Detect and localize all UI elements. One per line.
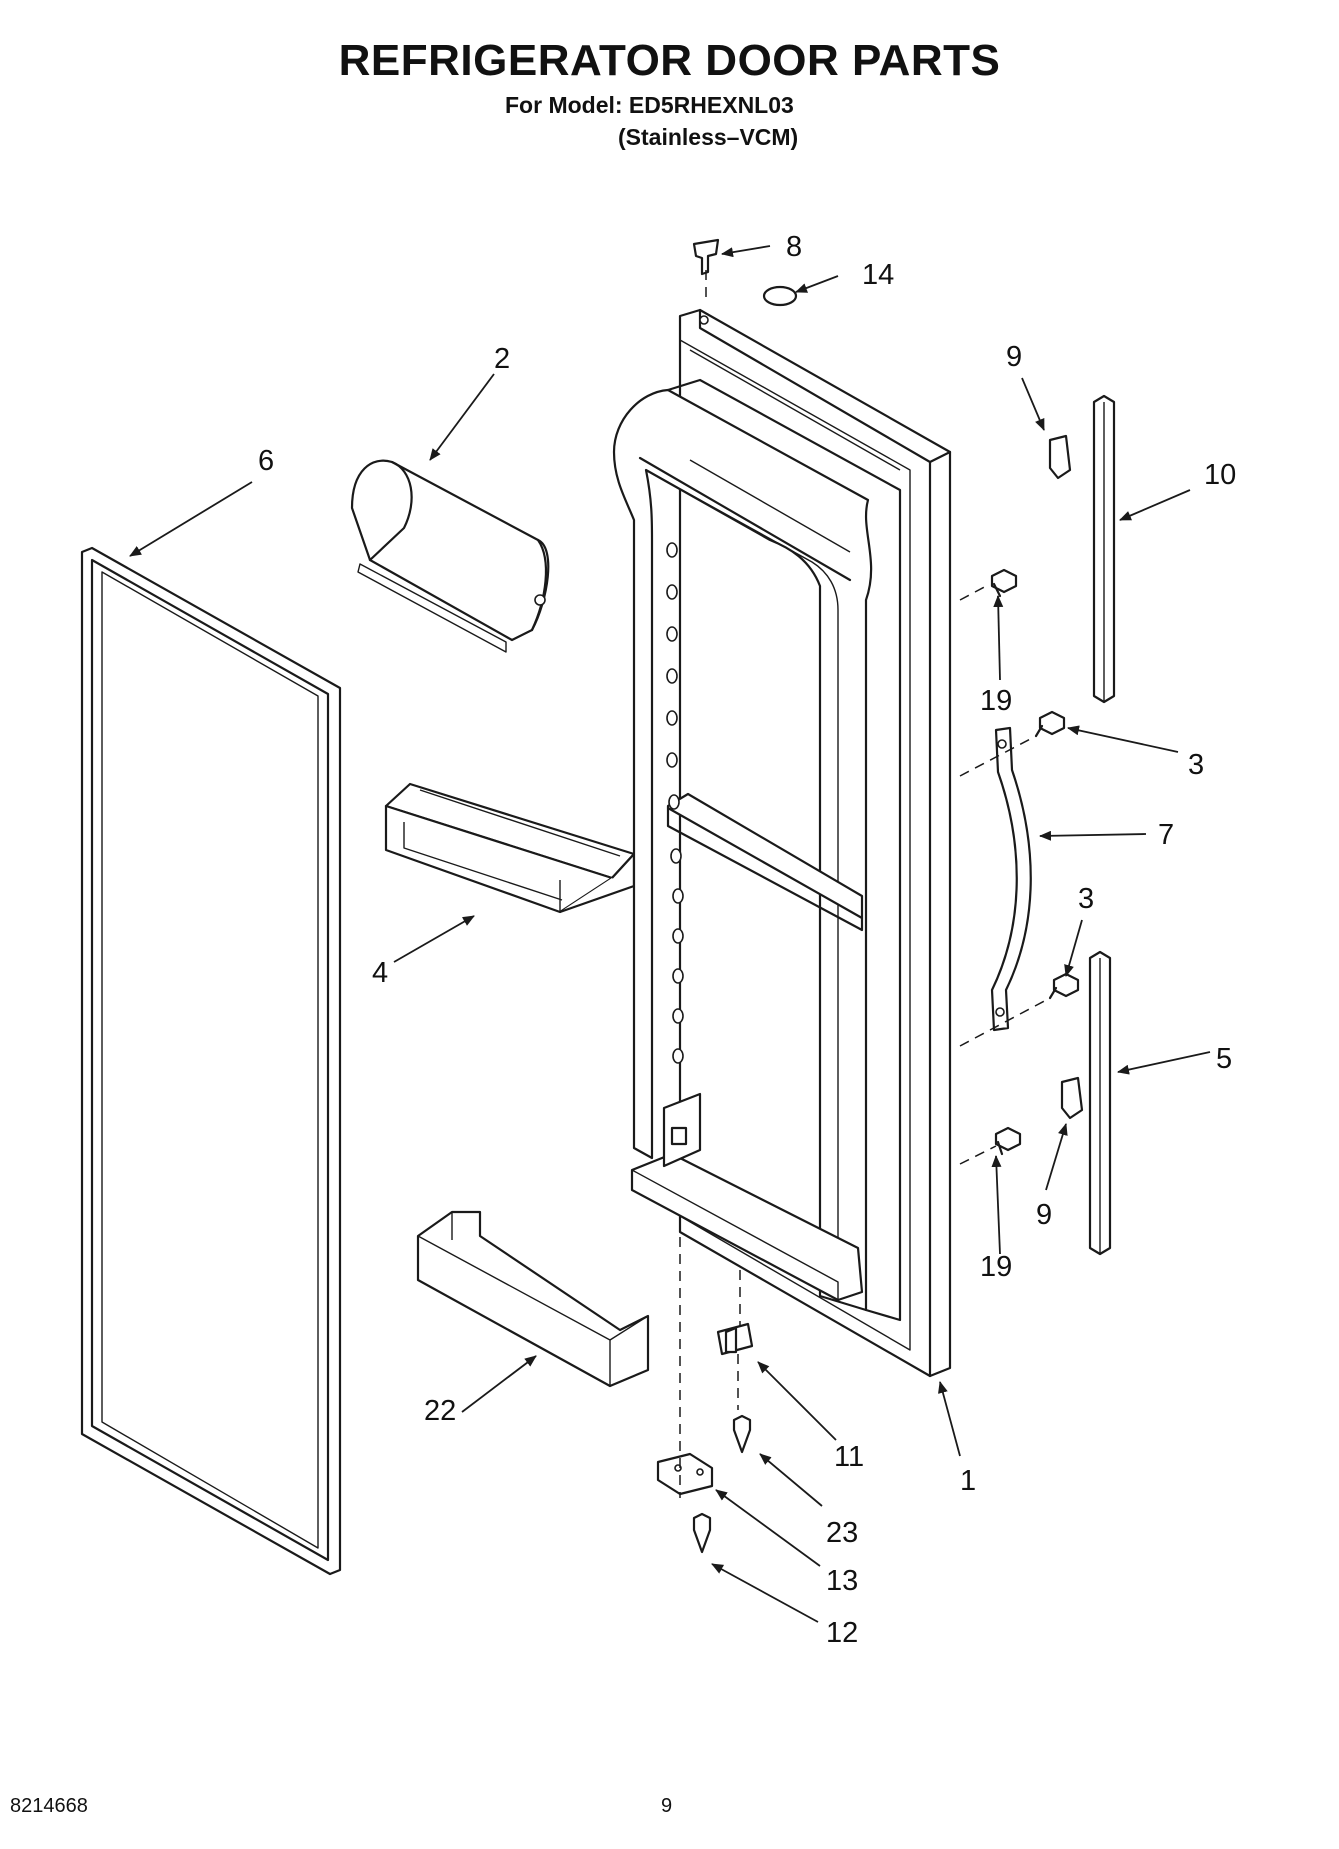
screw-3-top [1034, 710, 1066, 738]
screw-19-bottom [994, 1126, 1022, 1156]
callout-6: 6 [258, 445, 274, 477]
door-handle-part [990, 726, 1032, 1032]
hinge-pin-plate-part [716, 1322, 754, 1356]
callout-10: 10 [1204, 459, 1236, 491]
callout-8: 8 [786, 231, 802, 263]
door-rail-part [416, 1210, 650, 1388]
shelf-bin-part [384, 782, 636, 914]
callout-23: 23 [826, 1517, 858, 1549]
door-assembly-part [612, 308, 952, 1378]
screw-3-bottom [1048, 972, 1080, 1000]
variant-line: (Stainless–VCM) [618, 124, 799, 150]
dairy-door-part [350, 459, 550, 653]
clip-bottom-part [1060, 1076, 1084, 1120]
washer-part [762, 285, 798, 307]
callout-3-bottom: 3 [1078, 883, 1094, 915]
callout-13: 13 [826, 1565, 858, 1597]
document-number: 8214668 [10, 1795, 88, 1817]
callout-12: 12 [826, 1617, 858, 1649]
callout-22: 22 [424, 1395, 456, 1427]
callout-7: 7 [1158, 819, 1174, 851]
screw-23-part [732, 1414, 752, 1454]
page-title: REFRIGERATOR DOOR PARTS [338, 36, 1001, 85]
callout-9-top: 9 [1006, 341, 1022, 373]
callout-11: 11 [834, 1441, 864, 1473]
page-number: 9 [661, 1795, 673, 1817]
callout-9-bottom: 9 [1036, 1199, 1052, 1231]
callout-3-top: 3 [1188, 749, 1204, 781]
clip-top-part [1048, 434, 1072, 480]
door-gasket-part [80, 546, 342, 1576]
hinge-bracket-part [656, 1452, 714, 1496]
callout-4: 4 [372, 957, 388, 989]
hinge-bushing-part [692, 238, 720, 276]
callout-19-top: 19 [980, 685, 1012, 717]
callout-2: 2 [494, 343, 510, 375]
callout-14: 14 [862, 259, 894, 291]
callout-5: 5 [1216, 1043, 1232, 1075]
model-line: For Model: ED5RHEXNL03 [505, 92, 794, 118]
callout-19-bottom: 19 [980, 1251, 1012, 1283]
screw-12-part [692, 1512, 712, 1554]
screw-19-top [990, 568, 1018, 598]
callout-1: 1 [960, 1465, 976, 1497]
